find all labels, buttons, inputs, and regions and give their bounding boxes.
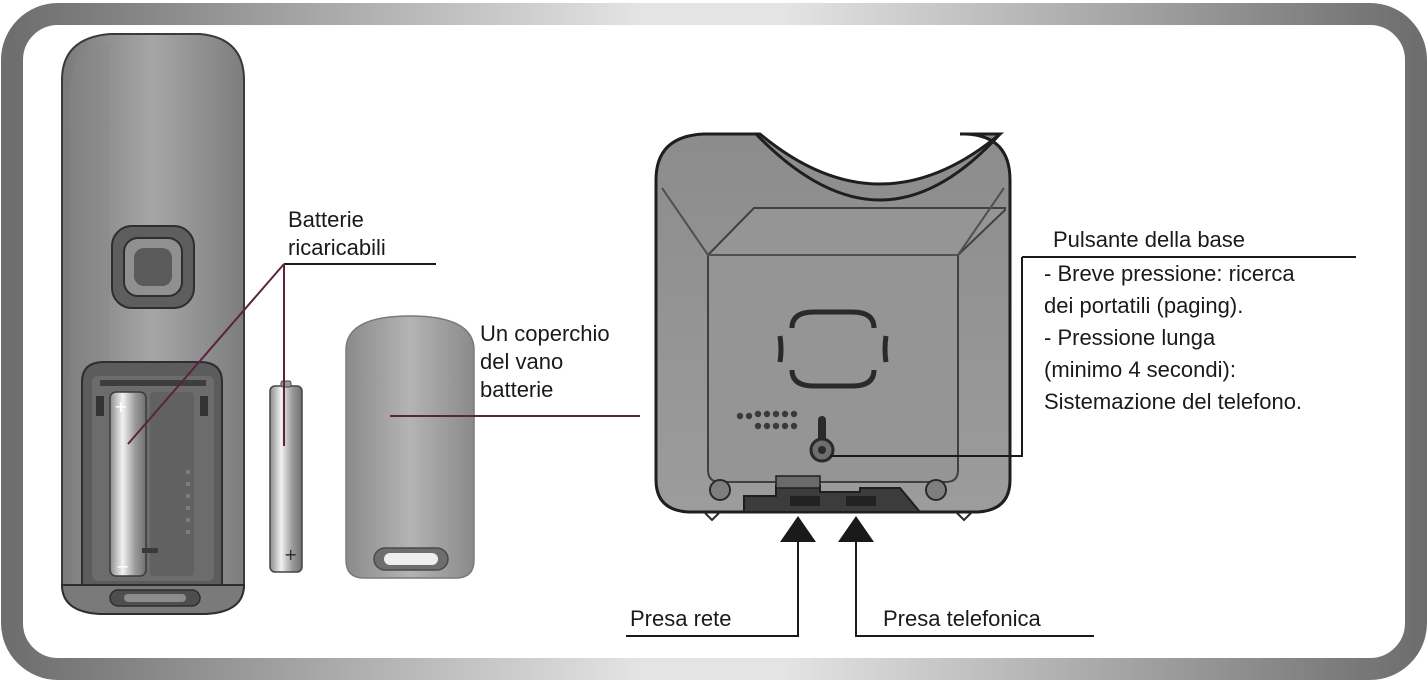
battery-cover-icon xyxy=(345,315,475,579)
base-vent-dots xyxy=(736,410,798,430)
base-station-bottom-icon xyxy=(654,132,1012,522)
label-presa-telefonica: Presa telefonica xyxy=(883,606,1041,631)
label-line: batterie xyxy=(480,377,554,402)
label-coperchio-vano-batterie: Un coperchio del vano batterie xyxy=(480,320,610,404)
handset-bottom-connector xyxy=(60,584,246,615)
battery-cell-icon: + xyxy=(269,380,303,573)
label-line: del vano xyxy=(480,349,564,374)
base-sockets xyxy=(743,475,923,513)
handset-nav-key xyxy=(111,225,195,309)
svg-text:+: + xyxy=(114,397,127,416)
label-line: Un coperchio xyxy=(480,321,610,346)
battery-compartment: + − xyxy=(81,361,223,586)
leader-lines xyxy=(127,256,1356,457)
handset-back-icon: + − xyxy=(60,33,246,615)
base-paging-button xyxy=(809,416,835,463)
label-line: - Pressione lunga xyxy=(1044,325,1216,350)
label-line: ricaricabili xyxy=(288,235,386,260)
svg-text:+: + xyxy=(284,545,297,564)
svg-text:−: − xyxy=(116,557,129,576)
label-presa-rete: Presa rete xyxy=(630,606,732,631)
label-batterie-ricaricabili: Batterie ricaricabili xyxy=(288,206,386,262)
label-pulsante-della-base: Pulsante della base xyxy=(1053,227,1246,252)
label-line: dei portatili (paging). xyxy=(1044,293,1244,318)
label-line: - Breve pressione: ricerca xyxy=(1044,261,1295,286)
label-line: (minimo 4 secondi): xyxy=(1044,357,1236,382)
base-slot-oval xyxy=(777,309,889,389)
arrow-up-icon-presa-telefonica xyxy=(838,516,1094,637)
label-line: Sistemazione del telefono. xyxy=(1044,389,1303,414)
installed-battery-cell: + − xyxy=(109,391,147,577)
arrow-up-icon-presa-rete xyxy=(626,516,816,637)
label-pulsante-description: - Breve pressione: ricerca dei portatili… xyxy=(1044,258,1302,418)
label-line: Batterie xyxy=(288,207,364,232)
